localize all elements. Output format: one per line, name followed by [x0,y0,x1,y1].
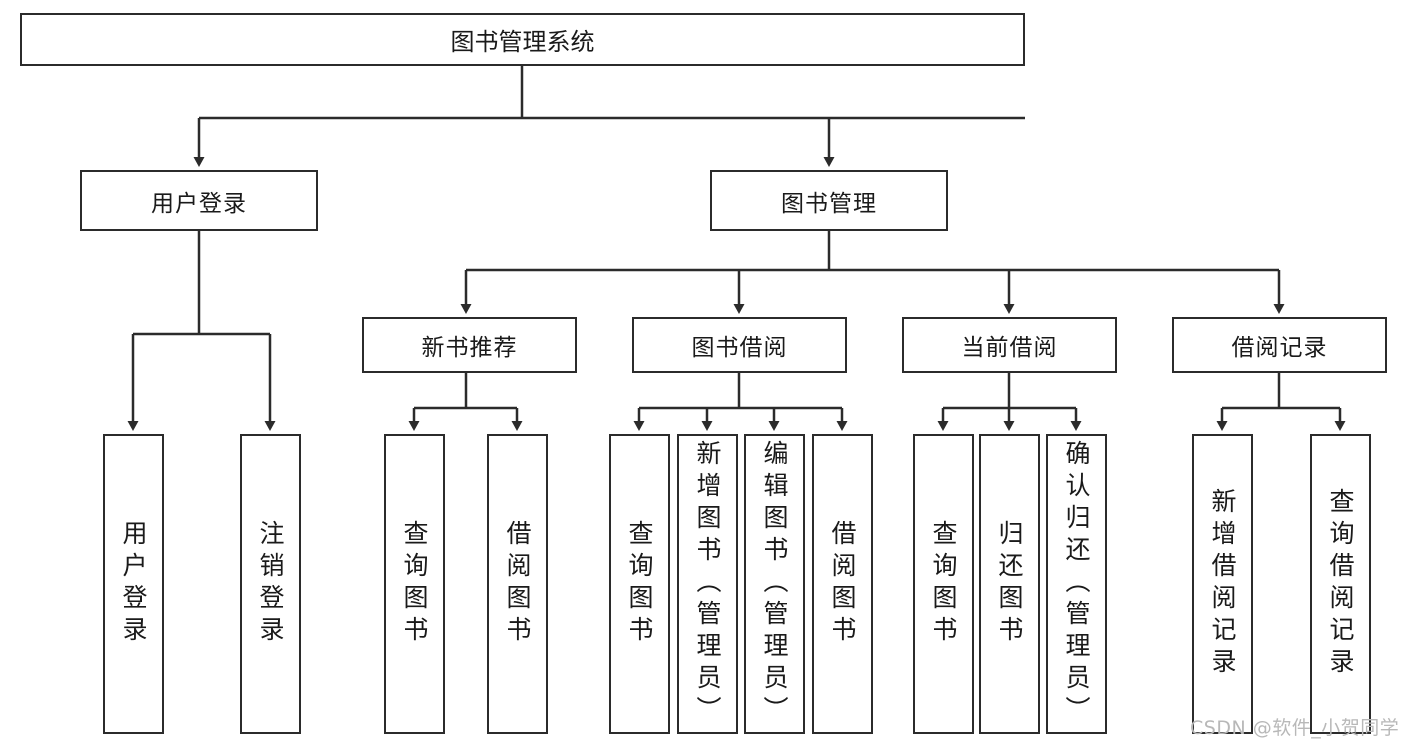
csdn-watermark: CSDN @软件_小贺同学 [1190,717,1400,739]
node-current-borrow[interactable]: 当前借阅 [902,317,1117,373]
node-label: 新书推荐 [421,335,518,361]
leaf-borrow-query-book[interactable]: 查询图书 [609,434,670,734]
leaf-recommend-borrow-book[interactable]: 借阅图书 [487,434,548,734]
node-new-book-recommend[interactable]: 新书推荐 [362,317,577,373]
leaf-user-login-signout[interactable]: 注销登录 [240,434,301,734]
leaf-borrow-lend-book[interactable]: 借阅图书 [812,434,873,734]
node-label: 编辑图书（管理员） [760,440,789,728]
leaf-borrow-edit-book[interactable]: 编辑图书（管理员） [744,434,805,734]
node-root-system[interactable]: 图书管理系统 [20,13,1025,66]
leaf-record-add-record[interactable]: 新增借阅记录 [1192,434,1253,734]
node-label: 新增借阅记录 [1208,488,1237,680]
leaf-user-login-signin[interactable]: 用户登录 [103,434,164,734]
node-label: 确认归还（管理员） [1062,440,1091,728]
node-user-login[interactable]: 用户登录 [80,170,318,231]
node-label: 借阅记录 [1231,335,1328,361]
leaf-current-return-book[interactable]: 归还图书 [979,434,1040,734]
node-label: 当前借阅 [961,335,1058,361]
node-label: 图书管理 [781,190,877,217]
leaf-record-query-record[interactable]: 查询借阅记录 [1310,434,1371,734]
node-borrow-record[interactable]: 借阅记录 [1172,317,1387,373]
node-label: 查询图书 [400,520,429,648]
node-label: 借阅图书 [828,520,857,648]
node-label: 注销登录 [256,520,285,648]
node-label: 查询图书 [625,520,654,648]
leaf-current-query-book[interactable]: 查询图书 [913,434,974,734]
node-label: 用户登录 [119,520,148,648]
node-book-management[interactable]: 图书管理 [710,170,948,231]
leaf-recommend-query-book[interactable]: 查询图书 [384,434,445,734]
node-book-borrow[interactable]: 图书借阅 [632,317,847,373]
leaf-borrow-add-book[interactable]: 新增图书（管理员） [677,434,738,734]
node-label: 新增图书（管理员） [693,440,722,728]
node-label: 图书管理系统 [450,28,595,56]
node-label: 查询图书 [929,520,958,648]
node-label: 归还图书 [995,520,1024,648]
leaf-current-confirm-return[interactable]: 确认归还（管理员） [1046,434,1107,734]
node-label: 图书借阅 [691,335,788,361]
node-label: 查询借阅记录 [1326,488,1355,680]
node-label: 用户登录 [151,190,247,217]
node-label: 借阅图书 [503,520,532,648]
